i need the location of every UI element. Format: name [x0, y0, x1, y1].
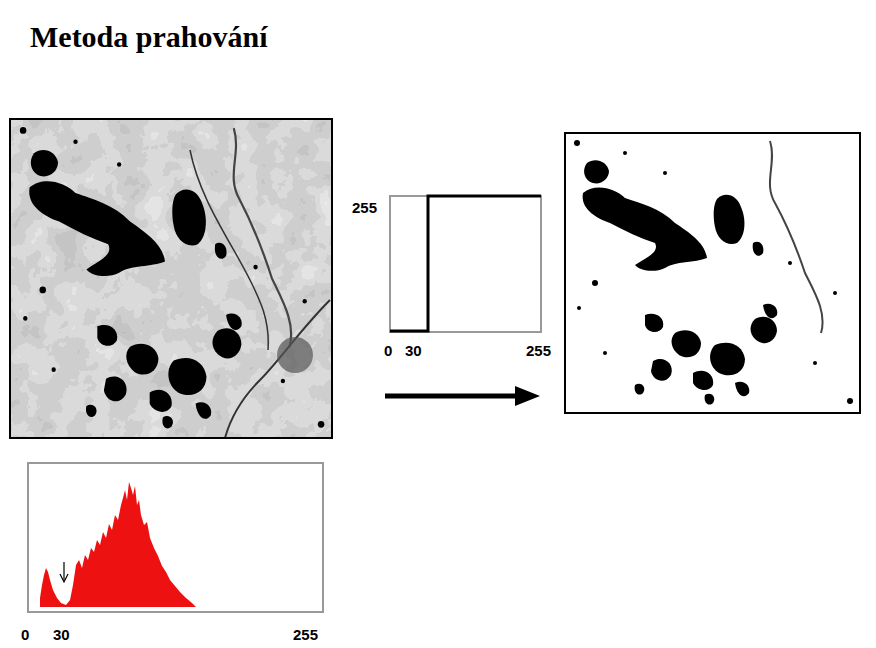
- threshold-function: [390, 196, 541, 331]
- threshold-marker: [63, 562, 64, 580]
- page-title: Metoda prahování: [30, 20, 268, 54]
- axis-label: 30: [405, 342, 422, 359]
- histogram-bars: [40, 482, 196, 607]
- binary-image-frame: [565, 133, 860, 413]
- axis-label: 30: [53, 626, 70, 643]
- histogram-frame: [28, 463, 323, 612]
- axis-label: 255: [293, 626, 318, 643]
- process-arrow-head: [515, 386, 540, 406]
- axis-label: 0: [21, 626, 29, 643]
- process-arrow: [385, 394, 518, 399]
- binary-image: [574, 140, 853, 405]
- axis-label: 0: [384, 342, 392, 359]
- image-frame: [10, 119, 332, 438]
- axis-label: 255: [352, 199, 377, 216]
- transfer-frame: [390, 196, 541, 332]
- axis-label: 255: [526, 342, 551, 359]
- satellite-image: [10, 119, 332, 438]
- threshold-marker-head: [60, 574, 68, 582]
